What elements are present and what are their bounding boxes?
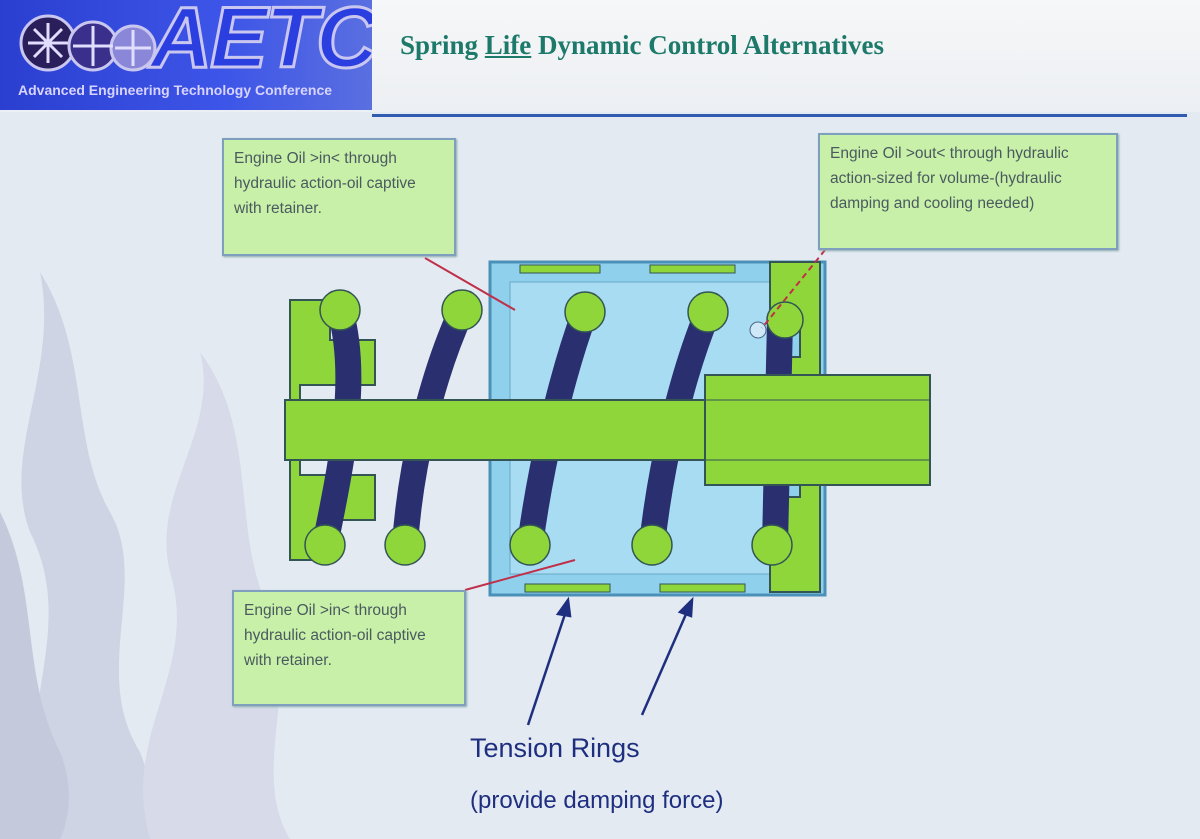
title-part: Dynamic Control Alternatives: [531, 30, 885, 60]
tension-ring-arrows: [526, 596, 694, 726]
tension-ring: [659, 583, 746, 593]
aetc-logo: AETC Advanced Engineering Technology Con…: [0, 0, 372, 110]
slide-title: Spring Life Dynamic Control Alternatives: [400, 30, 884, 61]
coil-ends: [304, 289, 804, 566]
tension-rings-label: Tension Rings: [470, 733, 640, 763]
title-underlined-word: Life: [484, 30, 532, 60]
oil-port: [749, 321, 767, 339]
title-part: Spring: [400, 30, 485, 60]
flame-background: [0, 272, 290, 839]
tension-ring: [649, 264, 736, 274]
damping-label: (provide damping force): [470, 787, 724, 814]
gear-icon: [19, 14, 157, 72]
callout-arrows: [424, 249, 826, 591]
shaft-piston: [704, 374, 931, 486]
callout-oil-in-top: Engine Oil >in< through hydraulic action…: [222, 138, 456, 256]
header-divider: [372, 114, 1187, 117]
callout-oil-out: Engine Oil >out< through hydraulic actio…: [818, 133, 1118, 250]
tension-ring: [519, 264, 601, 274]
callout-oil-in-bottom: Engine Oil >in< through hydraulic action…: [232, 590, 466, 706]
tension-ring: [524, 583, 611, 593]
logo-subtitle: Advanced Engineering Technology Conferen…: [18, 82, 333, 98]
logo-wordmark: AETC: [148, 0, 372, 86]
